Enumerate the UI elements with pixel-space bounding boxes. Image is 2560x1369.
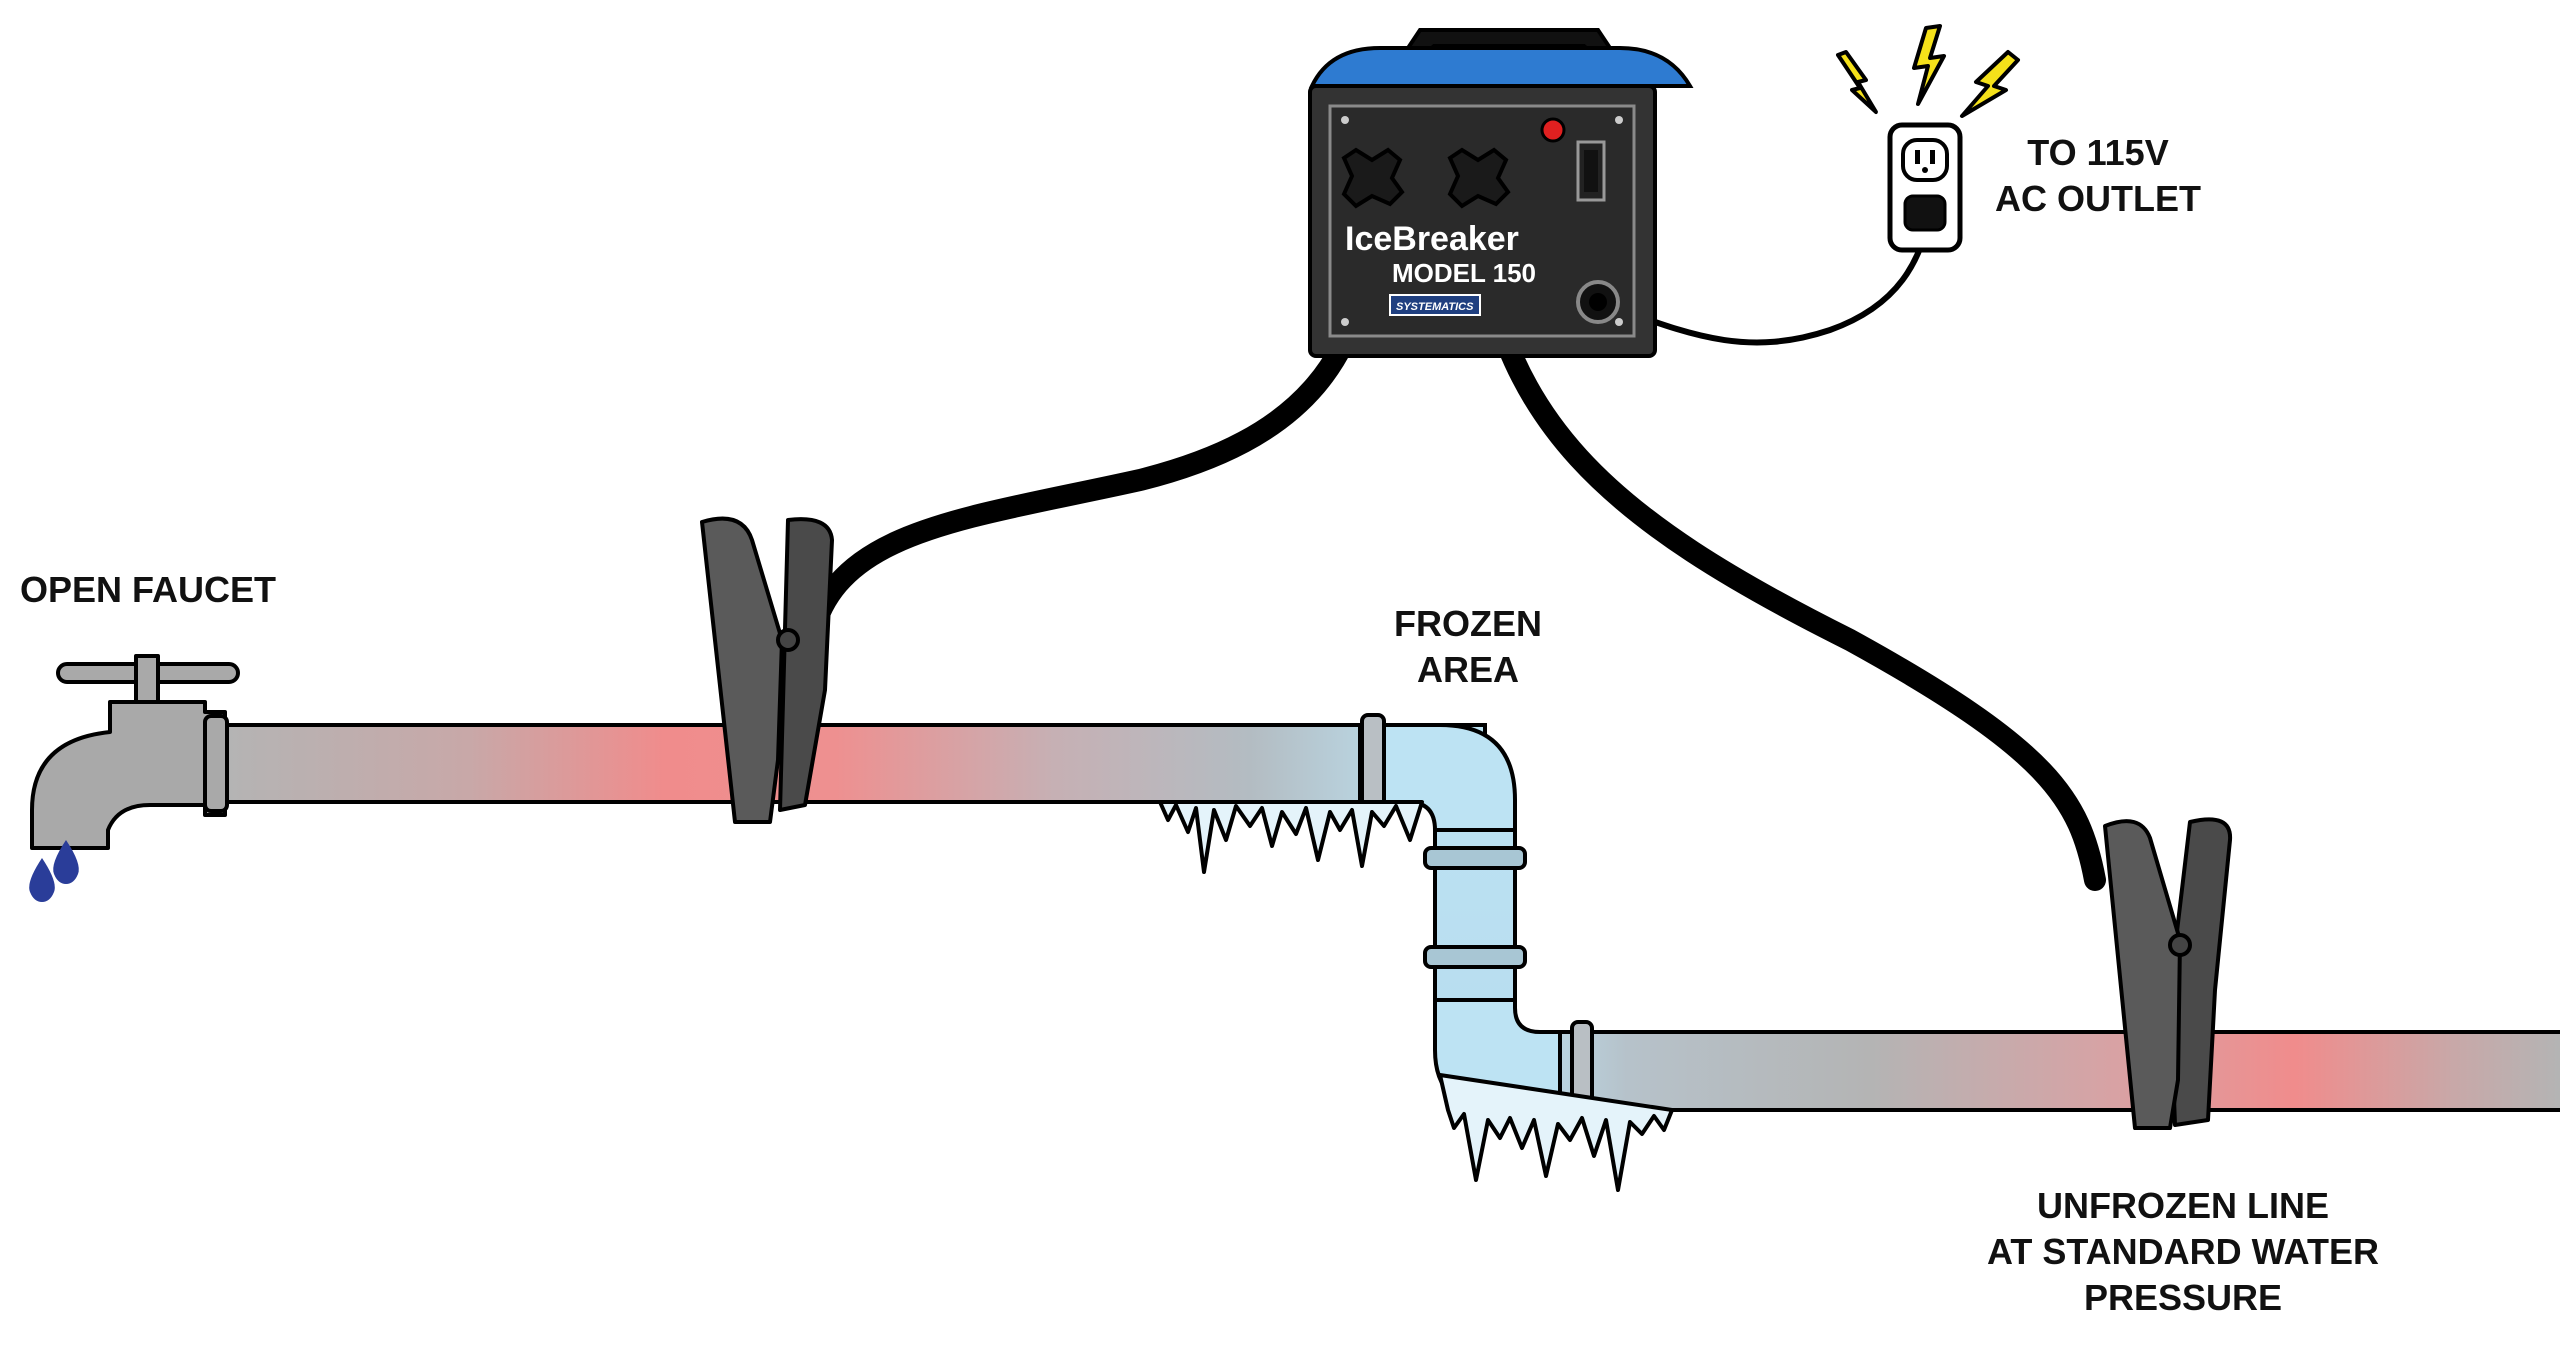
right-clamp-jaw-front — [2103, 819, 2182, 1130]
screw — [1341, 116, 1349, 124]
device-maker-badge — [1389, 294, 1481, 316]
icicle-icon — [1158, 800, 1424, 874]
left-clamp-icon — [700, 516, 834, 824]
sparks — [1836, 24, 2020, 118]
power-switch-rocker — [1584, 150, 1598, 192]
label-unfrozen-3: PRESSURE — [2084, 1277, 2282, 1318]
label-frozen-area-2: AREA — [1417, 649, 1519, 690]
left-clamp-cable — [799, 189, 1383, 656]
screw — [1615, 318, 1623, 326]
faucet-stem — [134, 654, 160, 706]
outlet-slot — [1930, 150, 1935, 164]
left-clamp-pivot — [776, 628, 800, 652]
faucet-nut — [203, 714, 229, 813]
left-clamp-jaw-back — [778, 517, 834, 812]
pipe-system — [223, 723, 2560, 1112]
indicator-light — [1540, 117, 1566, 143]
spark-icon — [1836, 50, 1878, 114]
screw — [1615, 116, 1623, 124]
coupling-upper — [1360, 713, 1386, 814]
spark-icon — [1960, 50, 2020, 118]
label-open-faucet: OPEN FAUCET — [20, 569, 276, 610]
spark-icon — [1912, 24, 1946, 106]
label-frozen-area-1: FROZEN — [1394, 603, 1542, 644]
device-brand-name: IceBreaker — [1345, 220, 1519, 258]
diagram-labels: OPEN FAUCET FROZEN AREA TO 115V AC OUTLE… — [20, 132, 2379, 1318]
water-drop-icon — [29, 858, 55, 902]
faucet-body — [30, 700, 227, 850]
right-clamp-jaw-back — [2168, 817, 2233, 1127]
label-unfrozen-1: UNFROZEN LINE — [2037, 1185, 2329, 1226]
faucet-icon — [30, 654, 240, 850]
screw — [1341, 318, 1349, 326]
water-drop-icon — [53, 840, 79, 884]
right-terminal-knob — [1447, 147, 1511, 209]
device-model: MODEL 150 — [1392, 258, 1536, 288]
cord-grommet-inner — [1589, 293, 1607, 311]
outlet-socket-top — [1901, 138, 1949, 182]
left-terminal-knob — [1341, 147, 1405, 209]
right-clamp-cable — [1467, 189, 2106, 891]
icicle-icon — [1438, 1073, 1674, 1192]
icicles-lower — [1438, 1073, 1674, 1192]
left-clamp-jaw-front — [700, 516, 784, 824]
label-outlet-1: TO 115V — [2027, 132, 2168, 173]
outlet-icon — [1887, 122, 1963, 253]
device-maker: SYSTEMATICS — [1396, 301, 1474, 313]
icicles-upper — [1158, 800, 1424, 874]
coupling-vert-1 — [1423, 846, 1527, 870]
power-cord — [1595, 212, 1933, 346]
icebreaker-device: IceBreaker MODEL 150 SYSTEMATICS — [1308, 28, 1694, 358]
water-drops — [29, 840, 79, 902]
right-clamp-pivot — [2168, 933, 2192, 957]
label-unfrozen-2: AT STANDARD WATER — [1987, 1231, 2379, 1272]
right-clamp-icon — [2103, 817, 2233, 1130]
outlet-ground — [1922, 167, 1928, 173]
coupling-vert-2 — [1423, 945, 1527, 969]
upper-pipe — [223, 723, 1487, 804]
device-top — [1308, 46, 1694, 88]
label-outlet-2: AC OUTLET — [1995, 178, 2201, 219]
power-plug — [1903, 194, 1947, 232]
lower-pipe — [1558, 1030, 2560, 1112]
outlet-slot — [1915, 150, 1920, 164]
